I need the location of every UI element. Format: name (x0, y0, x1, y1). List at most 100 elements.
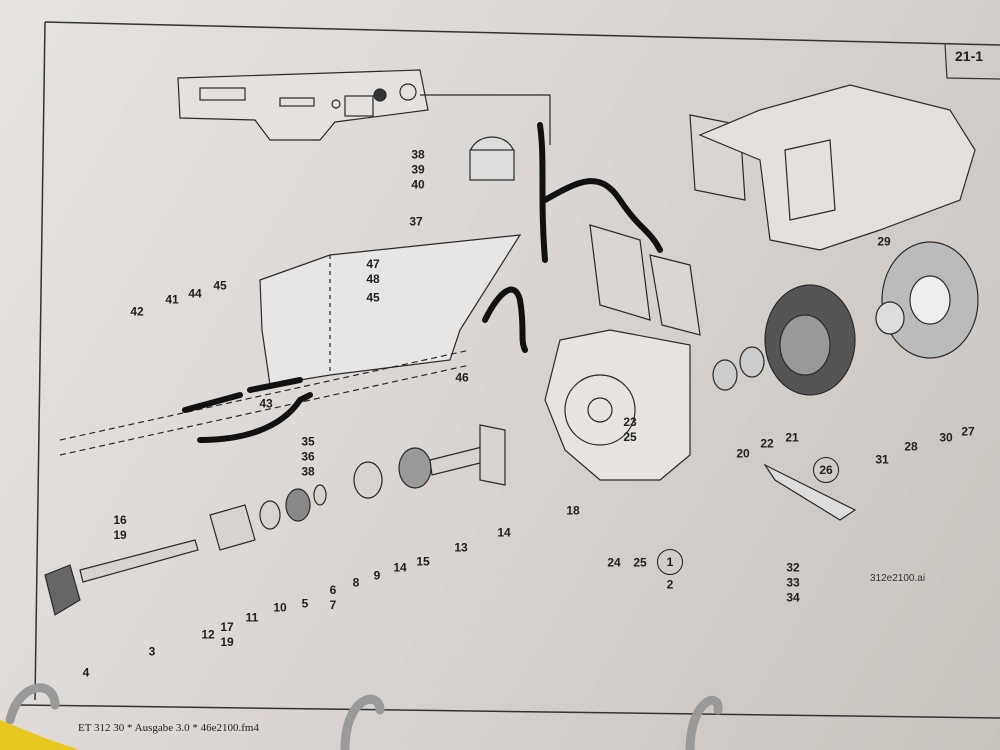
callout-number: 39 (411, 162, 425, 177)
callout-number: 25 (623, 430, 637, 444)
callout-number: 24 (607, 555, 621, 570)
callout-number: 4 (82, 665, 90, 680)
hydraulic-hoses (182, 122, 663, 443)
callout-label: 41 (165, 293, 178, 308)
callout-label: 4 (83, 666, 90, 681)
callout-number: 27 (961, 424, 975, 439)
callout-label: 46 (455, 371, 468, 386)
binder-rings (5, 683, 723, 750)
callout-label: 43 (259, 397, 272, 412)
callout-number: 38 (301, 464, 315, 479)
callout-number: 18 (566, 503, 580, 518)
callout-label: 9 (374, 569, 381, 584)
callout-label: 3 (149, 645, 156, 660)
callout-number: 42 (130, 304, 144, 319)
callout-number: 31 (875, 452, 889, 467)
callout-number: 15 (416, 554, 430, 569)
drawing-file-tag: 312e2100.ai (870, 573, 926, 584)
callout-number: 46 (455, 370, 469, 385)
callout-number: 8 (352, 575, 360, 590)
callout-number: 25 (633, 555, 647, 570)
torque-converter (712, 241, 979, 396)
callout-number: 37 (409, 214, 423, 229)
callout-number: 32 (786, 560, 800, 575)
instrument-panel (177, 69, 551, 145)
callout-number: 45 (213, 278, 227, 293)
callout-number: 17 (220, 620, 234, 634)
page-frame-bottom (19, 704, 1000, 719)
callout-number: 28 (904, 439, 918, 454)
page-frame-left (34, 21, 46, 701)
callout-label: 30 (939, 431, 952, 446)
callout-number: 23 (623, 415, 637, 429)
callout-label: 11 (246, 611, 259, 626)
callout-number: 36 (301, 449, 315, 464)
callout-number: 14 (497, 525, 511, 540)
flywheel-housing (544, 329, 691, 481)
callout-number: 1 (666, 555, 674, 569)
page-number: 21-1 (955, 48, 984, 64)
callout-label: 2 (667, 578, 674, 593)
cover-plate (763, 463, 857, 521)
callout-label: 45 (366, 291, 379, 306)
callout-label: 8 (353, 576, 360, 591)
callout-number: 12 (201, 627, 215, 642)
callout-number: 40 (411, 177, 425, 192)
callout-number: 6 (329, 583, 337, 597)
callout-label: 1 (657, 549, 683, 575)
callout-number: 14 (393, 560, 407, 575)
callout-number: 10 (273, 600, 287, 615)
callout-label: 5 (302, 597, 309, 612)
callout-label: 28 (904, 440, 917, 455)
callout-label: 18 (566, 504, 579, 519)
callout-label: 13 (454, 541, 467, 556)
callout-number: 26 (819, 463, 833, 477)
callout-number: 19 (113, 528, 127, 542)
callout-label: 27 (961, 425, 974, 440)
callout-label: 14 (393, 561, 406, 576)
engine-block (698, 84, 976, 251)
callout-number: 2 (666, 577, 674, 592)
callout-number: 7 (329, 598, 337, 612)
callout-number: 3 (148, 644, 156, 659)
callout-number: 44 (188, 286, 202, 301)
callout-number: 33 (786, 575, 800, 590)
callout-label: 29 (877, 235, 890, 250)
callout-number: 41 (165, 292, 179, 307)
callout-label: 10 (273, 601, 286, 616)
callout-number: 34 (786, 590, 800, 605)
callout-number: 48 (366, 272, 380, 286)
callout-label: 44 (188, 287, 201, 302)
callout-number: 29 (877, 234, 891, 249)
callout-number: 16 (113, 513, 127, 527)
callout-number: 38 (411, 147, 425, 162)
callout-number: 47 (366, 257, 380, 271)
oil-cooler (589, 114, 746, 336)
callout-label: 31 (875, 453, 888, 468)
callout-label: 12 (201, 628, 214, 643)
callout-label: 21 (785, 431, 798, 446)
callout-number: 22 (760, 436, 774, 451)
callout-label: 42 (130, 305, 143, 320)
callout-number: 30 (939, 430, 953, 445)
callout-number: 43 (259, 396, 273, 411)
callout-label: 14 (497, 526, 510, 541)
callout-label: 20 (736, 447, 749, 462)
callout-number: 20 (736, 446, 750, 461)
callout-label: 26 (813, 457, 839, 483)
callout-number: 13 (454, 540, 468, 555)
page-footer: ET 312 30 * Ausgabe 3.0 * 46e2100.fm4 (78, 722, 259, 734)
callout-number: 45 (366, 290, 380, 305)
callout-label: 24 (607, 556, 620, 571)
page-frame-top (44, 21, 1000, 46)
callout-number: 21 (785, 430, 799, 445)
callout-label: 22 (760, 437, 773, 452)
callout-number: 11 (245, 610, 259, 625)
